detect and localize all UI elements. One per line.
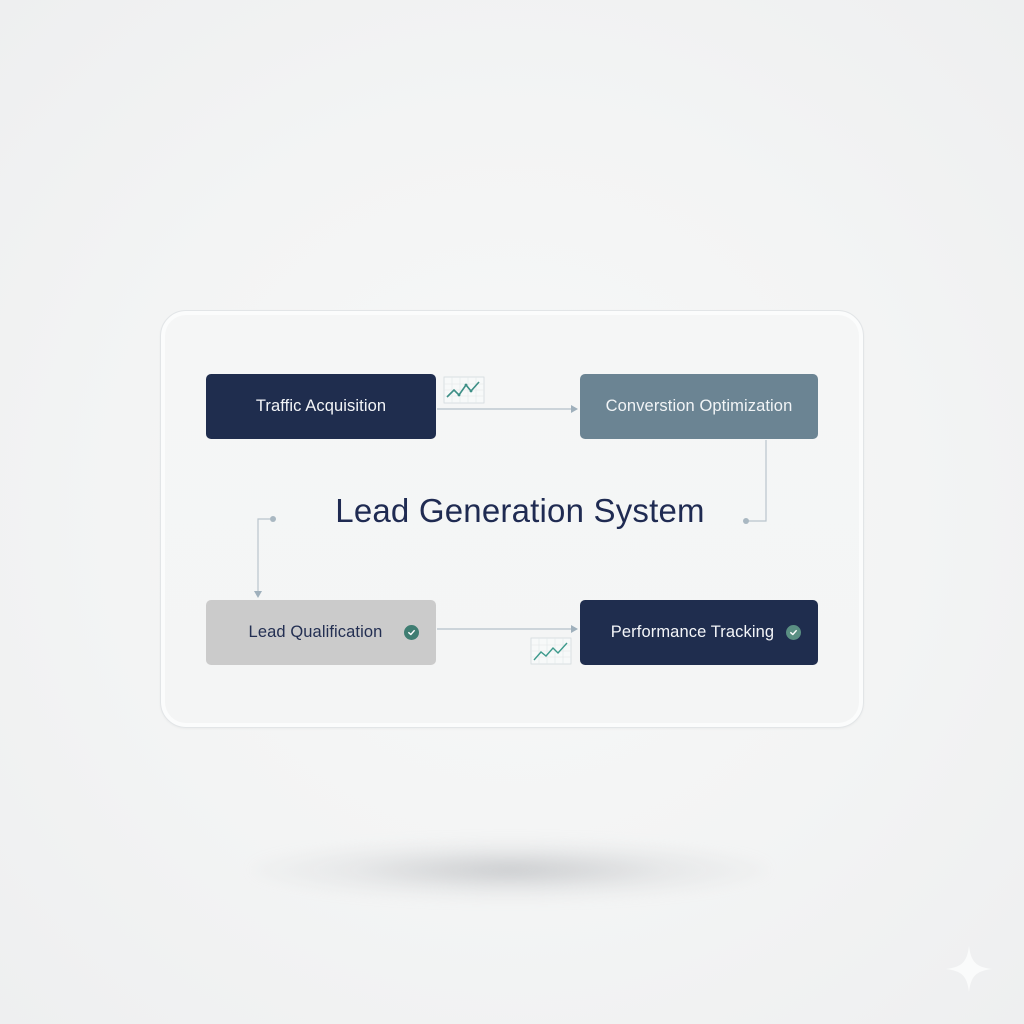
node-performance-tracking[interactable]: Performance Tracking <box>580 600 818 665</box>
sparkle-icon <box>946 946 992 992</box>
diagram-title: Lead Generation System <box>335 492 705 529</box>
node-conversion-optimization[interactable]: Converstion Optimization <box>580 374 818 439</box>
check-circle-icon <box>404 625 420 640</box>
node-label: Performance Tracking <box>610 623 775 641</box>
node-label: Traffic Acquisition <box>255 397 387 415</box>
node-traffic-acquisition[interactable]: Traffic Acquisition <box>206 374 436 439</box>
node-label: Lead Qualification <box>248 623 383 641</box>
node-lead-qualification[interactable]: Lead Qualification <box>206 600 436 665</box>
check-circle-icon <box>786 625 802 640</box>
floor-shadow <box>250 840 770 900</box>
node-label: Converstion Optimization <box>605 397 793 415</box>
